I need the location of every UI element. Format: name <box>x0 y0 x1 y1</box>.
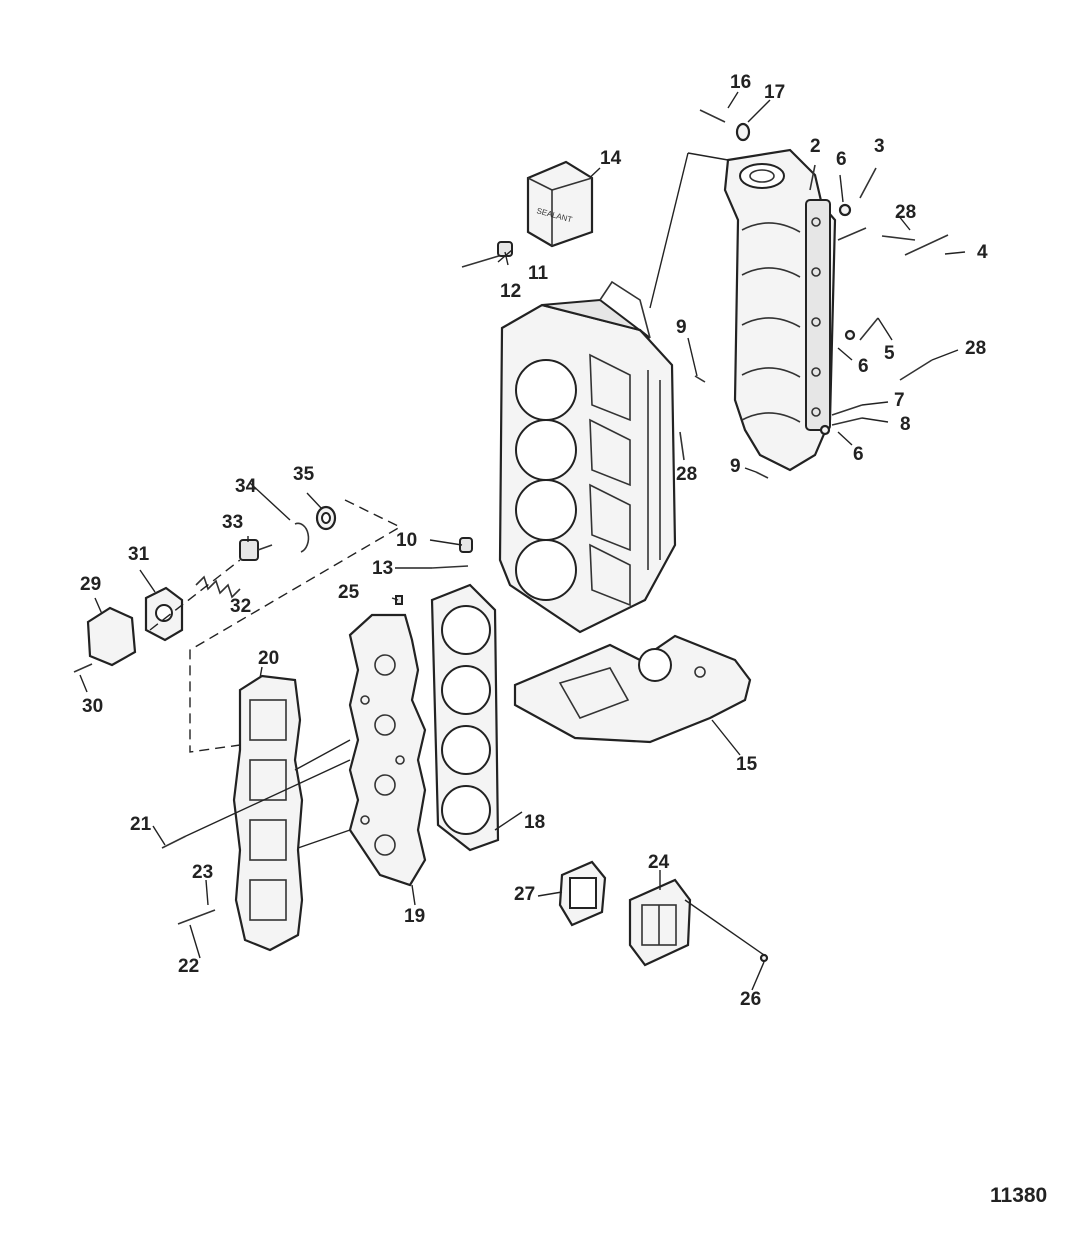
callout-9a: 9 <box>676 317 687 338</box>
callout-23: 23 <box>192 862 213 883</box>
fasteners <box>73 109 949 963</box>
leader-lines <box>79 91 966 991</box>
callout-22: 22 <box>178 956 199 977</box>
callout-34: 34 <box>235 476 257 497</box>
callout-20: 20 <box>258 648 279 669</box>
callout-6a: 6 <box>836 149 847 170</box>
callout-17: 17 <box>764 82 785 103</box>
callout-4: 4 <box>977 242 988 263</box>
seal-35-shape <box>315 505 337 531</box>
head-gasket <box>430 583 500 852</box>
callout-15: 15 <box>736 754 758 775</box>
callout-2: 2 <box>810 136 821 157</box>
water-cover <box>232 674 304 952</box>
callout-31: 31 <box>128 544 150 565</box>
callout-11: 11 <box>528 263 549 284</box>
spring-32-shape <box>195 575 241 599</box>
callout-9b: 9 <box>730 456 741 477</box>
gasket-27-shape <box>558 860 607 927</box>
callout-16: 16 <box>730 72 751 93</box>
callout-13: 13 <box>372 558 393 579</box>
callout-28a: 28 <box>895 202 916 223</box>
callouts: 16 17 2 6 3 14 28 4 11 12 9 5 28 6 7 8 6… <box>80 72 988 1010</box>
cover-24-shape <box>628 878 692 967</box>
callout-26: 26 <box>740 989 761 1010</box>
callout-8: 8 <box>900 414 911 435</box>
callout-33: 33 <box>222 512 243 533</box>
callout-27: 27 <box>514 884 535 905</box>
cylinder-block <box>498 280 677 634</box>
callout-21: 21 <box>130 814 152 835</box>
callout-32: 32 <box>230 596 251 617</box>
callout-35: 35 <box>293 464 315 485</box>
thermostat-33-shape <box>239 539 273 561</box>
figure-number: 11380 <box>990 1184 1047 1207</box>
retainer-34-shape <box>294 522 310 553</box>
callout-24: 24 <box>648 852 670 873</box>
thermostat-cover-shape <box>86 606 137 667</box>
callout-28c: 28 <box>676 464 697 485</box>
gasket-31-shape <box>144 586 184 642</box>
callout-3: 3 <box>874 136 885 157</box>
callout-10: 10 <box>396 530 417 551</box>
callout-14: 14 <box>600 148 622 169</box>
callout-5: 5 <box>884 343 895 364</box>
callout-6c: 6 <box>853 444 864 465</box>
cylinder-head <box>348 613 427 887</box>
callout-29: 29 <box>80 574 101 595</box>
callout-18: 18 <box>524 812 545 833</box>
crankcase-cover <box>649 148 837 472</box>
callout-30: 30 <box>82 696 103 717</box>
callout-7: 7 <box>894 390 905 411</box>
callout-28b: 28 <box>965 338 986 359</box>
gasket-15-shape <box>513 634 752 744</box>
callout-19: 19 <box>404 906 425 927</box>
callout-25: 25 <box>338 582 360 603</box>
callout-6b: 6 <box>858 356 869 377</box>
sealant-box: SEALANT <box>526 160 594 248</box>
callout-12: 12 <box>500 281 521 302</box>
